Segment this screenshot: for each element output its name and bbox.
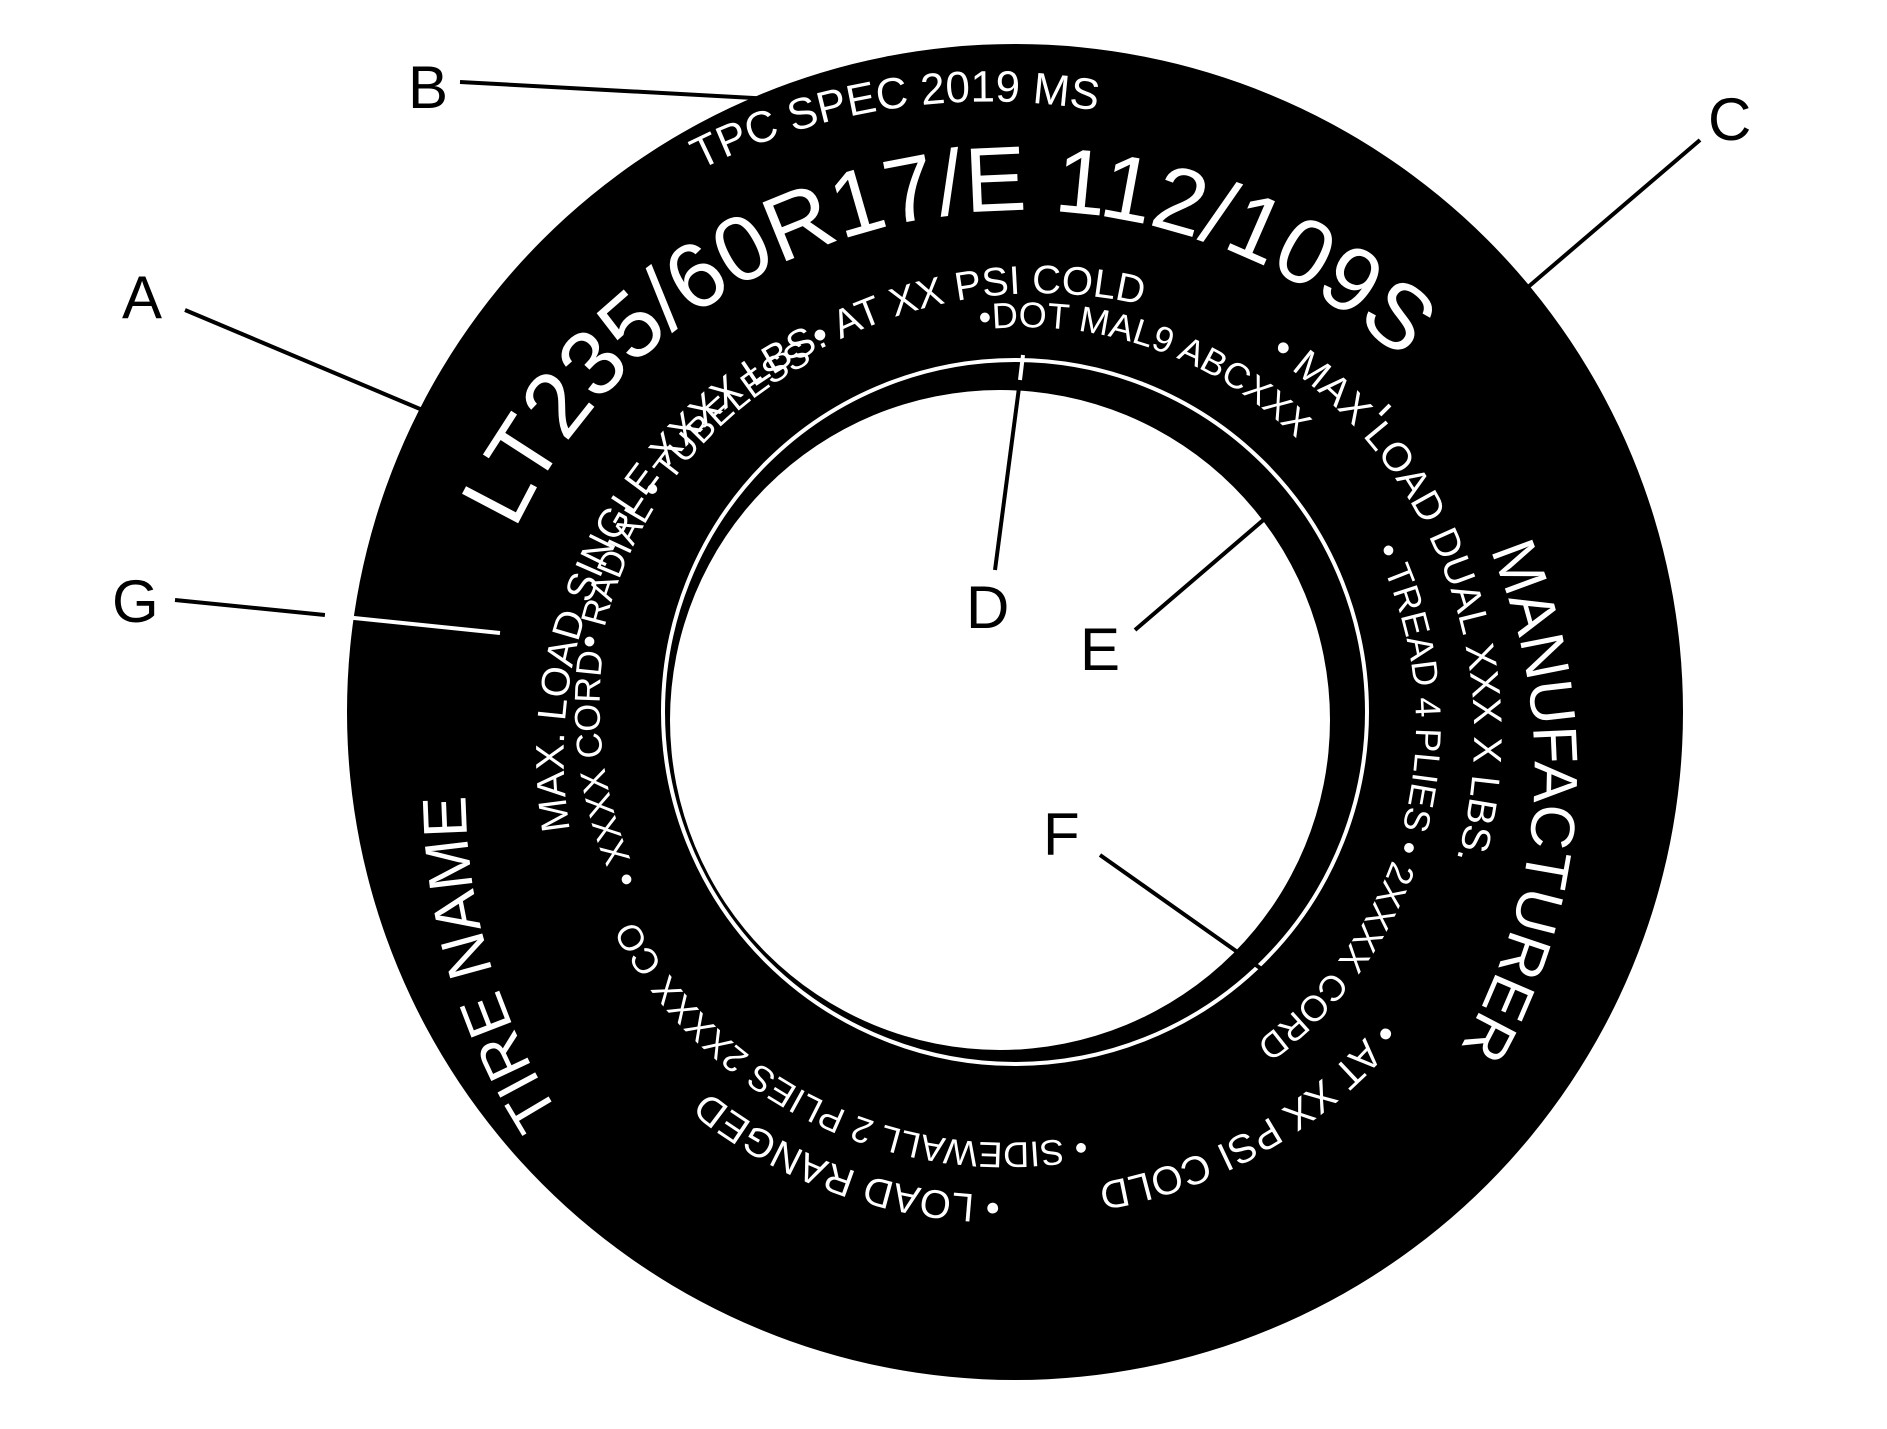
leader-b <box>459 80 791 102</box>
leader-d <box>993 379 1022 571</box>
callout-e: E <box>1080 616 1120 683</box>
leader-g-inner <box>324 613 501 635</box>
leader-c-inner <box>1378 403 1392 417</box>
leader-g <box>174 598 326 617</box>
leader-c <box>1388 138 1702 407</box>
leader-a <box>184 308 471 432</box>
leader-d-tip <box>1018 354 1025 381</box>
callout-b: B <box>408 54 448 121</box>
callout-d: D <box>966 574 1009 641</box>
callout-f: F <box>1043 801 1080 868</box>
leader-e <box>1133 508 1277 632</box>
callout-a: A <box>122 264 162 331</box>
leader-f <box>1098 853 1272 977</box>
callout-c: C <box>1708 86 1751 153</box>
rim-opening <box>670 390 1330 1050</box>
bead-ring <box>661 358 1369 1066</box>
callout-g: G <box>112 568 159 635</box>
